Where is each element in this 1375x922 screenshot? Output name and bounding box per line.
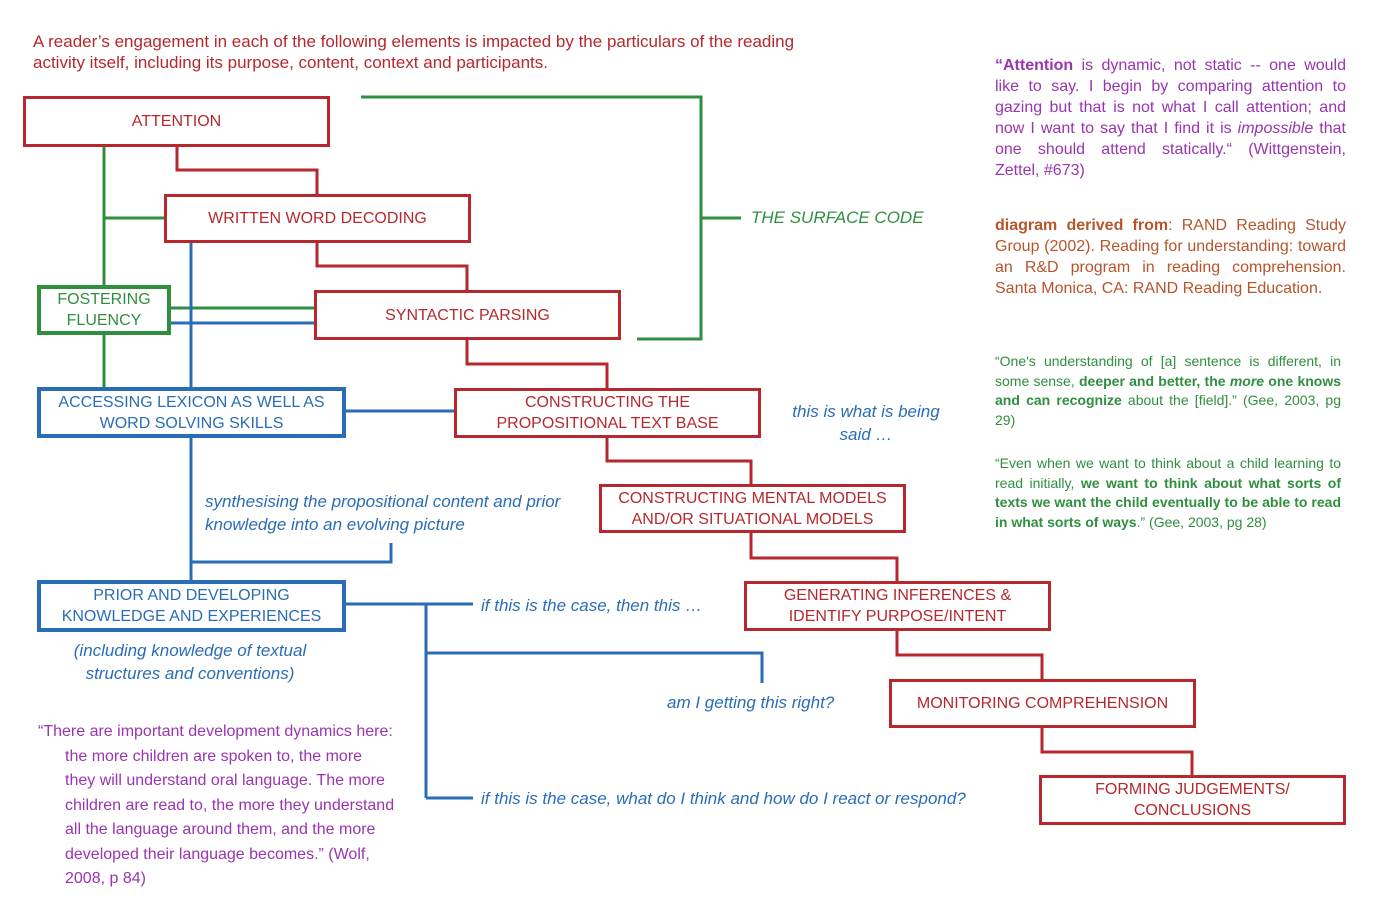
prior-knowledge-box: PRIOR AND DEVELOPING KNOWLEDGE AND EXPER… bbox=[37, 580, 346, 632]
synthesising-label: synthesising the propositional content a… bbox=[205, 492, 561, 534]
judgements-box: FORMING JUDGEMENTS/ CONCLUSIONS bbox=[1039, 775, 1346, 825]
green-connectors bbox=[102, 95, 741, 388]
monitoring-label: MONITORING COMPREHENSION bbox=[916, 695, 1169, 712]
monitoring-box: MONITORING COMPREHENSION bbox=[889, 679, 1196, 728]
intro-text: A reader’s engagement in each of the fol… bbox=[33, 32, 795, 72]
inferences-box: GENERATING INFERENCES & IDENTIFY PURPOSE… bbox=[744, 581, 1051, 631]
parsing-label: SYNTACTIC PARSING bbox=[385, 306, 550, 324]
prior-knowledge-label: PRIOR AND DEVELOPING KNOWLEDGE AND EXPER… bbox=[61, 587, 322, 625]
lexicon-box: ACCESSING LEXICON AS WELL AS WORD SOLVIN… bbox=[37, 387, 346, 438]
including-label: (including knowledge of textual structur… bbox=[73, 641, 307, 683]
decoding-label: WRITTEN WORD DECODING bbox=[208, 210, 427, 227]
judgements-label: FORMING JUDGEMENTS/ CONCLUSIONS bbox=[1095, 781, 1290, 819]
lexicon-label: ACCESSING LEXICON AS WELL AS WORD SOLVIN… bbox=[58, 393, 325, 432]
fluency-box: FOSTERING FLUENCY bbox=[37, 285, 171, 335]
attention-box: ATTENTION bbox=[23, 96, 330, 147]
red-connectors bbox=[175, 146, 1194, 775]
wittgenstein-quote: “Attention is dynamic, not static -- one… bbox=[995, 57, 1346, 179]
textbase-box: CONSTRUCTING THE PROPOSITIONAL TEXT BASE bbox=[454, 388, 761, 438]
blue-connectors bbox=[170, 242, 764, 800]
if-then-label: if this is the case, then this … bbox=[481, 596, 703, 615]
parsing-box: SYNTACTIC PARSING bbox=[314, 290, 621, 340]
attention-label: ATTENTION bbox=[131, 113, 222, 130]
inferences-label: GENERATING INFERENCES & IDENTIFY PURPOSE… bbox=[783, 587, 1012, 625]
if-react-label: if this is the case, what do I think and… bbox=[481, 789, 966, 808]
fluency-label: FOSTERING FLUENCY bbox=[57, 291, 151, 329]
surface-code-label: THE SURFACE CODE bbox=[751, 208, 924, 227]
wolf-quote: “There are important development dynamic… bbox=[38, 723, 395, 887]
getting-right-label: am I getting this right? bbox=[667, 693, 835, 712]
mental-models-box: CONSTRUCTING MENTAL MODELS AND/OR SITUAT… bbox=[599, 484, 906, 533]
gee-quote-2: “Even when we want to think about a chil… bbox=[995, 455, 1341, 530]
textbase-label: CONSTRUCTING THE PROPOSITIONAL TEXT BASE bbox=[496, 394, 719, 432]
rand-citation: diagram derived from: RAND Reading Study… bbox=[995, 217, 1346, 297]
being-said-label: this is what is being said … bbox=[792, 402, 940, 444]
mental-models-label: CONSTRUCTING MENTAL MODELS AND/OR SITUAT… bbox=[618, 489, 887, 528]
decoding-box: WRITTEN WORD DECODING bbox=[164, 194, 471, 243]
gee-quote-1: “One's understanding of [a] sentence is … bbox=[995, 353, 1342, 428]
